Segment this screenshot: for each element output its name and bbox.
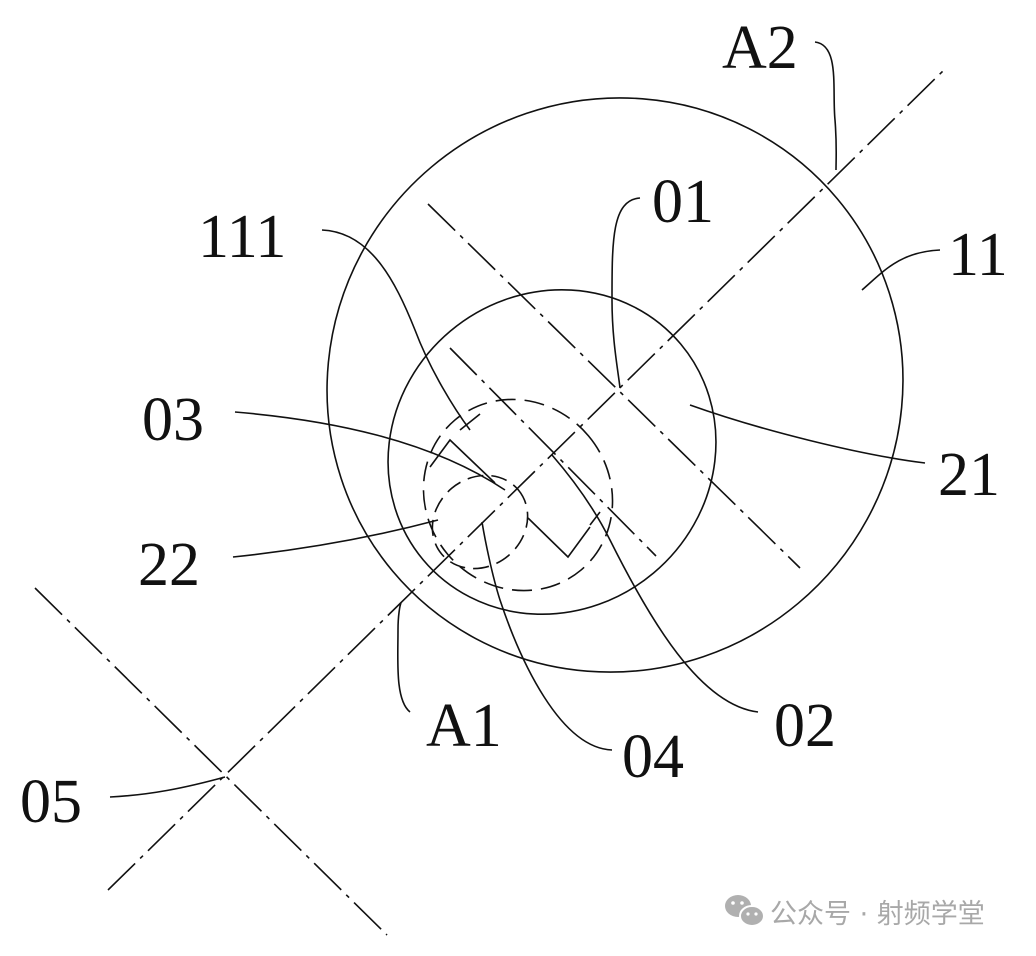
notch-111 [429,438,496,484]
wechat-icon [725,895,765,927]
leader-111 [321,229,471,431]
label-01: 01 [652,168,714,236]
inner-ellipse-21 [387,288,717,616]
inner-centerline [449,347,657,557]
label-03: 03 [142,386,204,454]
label-21: 21 [938,441,1000,509]
dashed-ellipse-22-outer [422,398,614,592]
label-02: 02 [774,692,836,760]
leader-11 [861,249,941,291]
leader-a1 [396,602,411,713]
label-a1: A1 [426,692,502,760]
tick-02 [589,511,601,526]
leader-a2 [814,41,838,171]
label-05: 05 [20,768,82,836]
tick-01 [459,413,481,431]
leader-04 [481,521,613,751]
notch-111-second [527,517,591,559]
label-04: 04 [622,723,684,791]
label-11: 11 [948,221,1008,289]
axis-a1-a2 [107,67,947,891]
watermark-text: 公众号 · 射频学堂 [770,899,985,930]
leader-05 [109,776,226,798]
dashed-ellipse-22-inner [431,474,529,570]
leader-22 [232,519,439,558]
outer-ellipse-11 [326,97,904,673]
centerline-outer [427,203,801,569]
leader-01 [611,197,641,389]
centerline-05 [34,587,388,936]
leader-03 [234,411,506,491]
label-a2: A2 [722,14,798,82]
label-22: 22 [138,531,200,599]
label-111: 111 [198,203,286,271]
leader-02 [551,454,759,713]
leader-21 [689,404,926,464]
